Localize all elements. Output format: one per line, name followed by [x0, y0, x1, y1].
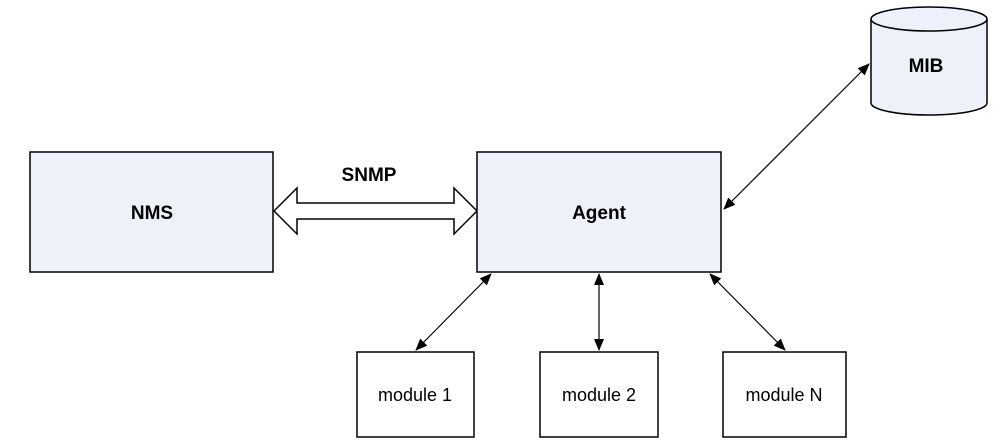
module2-node: module 2: [539, 351, 659, 438]
module1-box: [356, 351, 475, 438]
snmp-double-arrow: [272, 186, 479, 236]
agent-box: [476, 151, 722, 273]
mib-cylinder-top: [870, 6, 988, 32]
snmp-link: SNMP: [272, 165, 479, 236]
mib-label: MIB: [909, 56, 944, 77]
module2-box: [539, 351, 659, 438]
agent-label: Agent: [572, 203, 627, 224]
moduleN-label: module N: [745, 385, 822, 405]
snmp-label: SNMP: [342, 165, 397, 186]
module2-label: module 2: [562, 385, 636, 405]
agent-module1-connector: [415, 273, 492, 351]
nms-box: [29, 151, 274, 273]
agent-node: Agent: [476, 151, 722, 273]
mib-cylinder-body: [870, 19, 988, 116]
moduleN-node: module N: [722, 351, 847, 438]
agent-moduleN-connector: [709, 273, 786, 351]
nms-label: NMS: [131, 203, 173, 224]
agent-mib-connector: [723, 63, 870, 210]
module1-node: module 1: [356, 351, 475, 438]
mib-node: MIB: [870, 6, 988, 116]
moduleN-box: [722, 351, 847, 438]
module1-label: module 1: [378, 385, 452, 405]
nms-node: NMS: [29, 151, 274, 273]
